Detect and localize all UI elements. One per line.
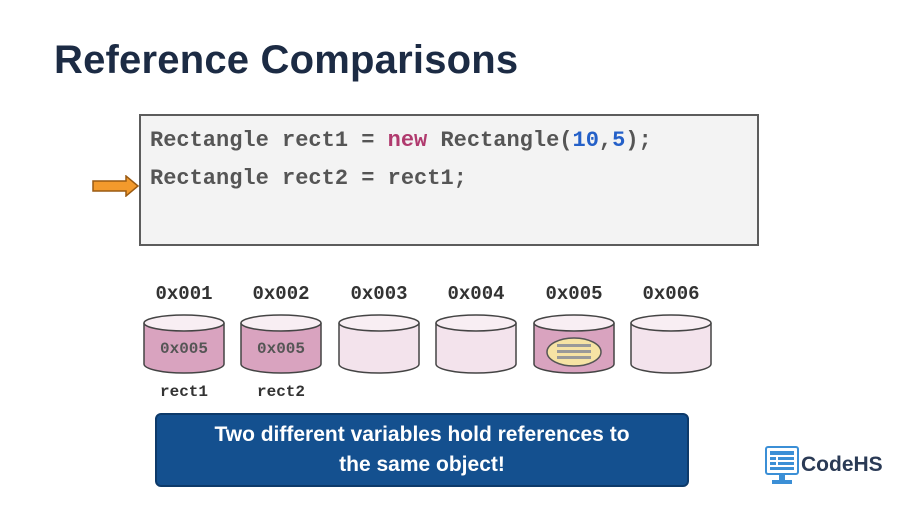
code-end: );: [625, 128, 652, 153]
monitor-icon: [765, 446, 799, 484]
code-panel: Rectangle rect1 = new Rectangle(10,5); R…: [139, 114, 759, 246]
code-line-2: Rectangle rect2 = rect1;: [150, 166, 467, 191]
memory-cell: [533, 314, 615, 374]
variable-name-label: rect1: [159, 383, 208, 401]
memory-cell-value: 0x005: [159, 340, 208, 358]
code-constructor: Rectangle(: [440, 128, 573, 153]
code-keyword-new: new: [387, 128, 428, 153]
memory-cell: [435, 314, 517, 374]
memory-address-label: 0x006: [642, 283, 700, 305]
memory-cell: [630, 314, 712, 374]
memory-address-label: 0x005: [545, 283, 603, 305]
code-comma: ,: [598, 128, 613, 153]
logo-text: CodeHS: [801, 453, 883, 476]
memory-cell: 0x005: [143, 314, 225, 374]
memory-cell: 0x005: [240, 314, 322, 374]
code-var-name: rect1: [282, 128, 349, 153]
codehs-logo: CodeHS: [765, 446, 885, 490]
variable-name-label: rect2: [256, 383, 305, 401]
code-number-arg: 5: [612, 128, 626, 153]
memory-address-label: 0x004: [447, 283, 505, 305]
memory-cell-value: 0x005: [256, 340, 305, 358]
memory-address-label: 0x001: [155, 283, 213, 305]
code-number-arg: 10: [572, 128, 599, 153]
slide-title: Reference Comparisons: [54, 38, 519, 82]
memory-address-label: 0x002: [252, 283, 310, 305]
object-icon: [546, 337, 602, 367]
memory-address-label: 0x003: [350, 283, 408, 305]
code-operator: =: [361, 128, 375, 153]
callout-banner: Two different variables hold references …: [155, 413, 689, 487]
callout-line-1: Two different variables hold references …: [214, 423, 630, 446]
code-type: Rectangle: [150, 128, 269, 153]
current-line-arrow-icon: [92, 175, 140, 197]
code-line-1: Rectangle rect1 = new Rectangle(10,5);: [150, 128, 652, 153]
memory-cell: [338, 314, 420, 374]
callout-line-2: the same object!: [339, 453, 505, 476]
